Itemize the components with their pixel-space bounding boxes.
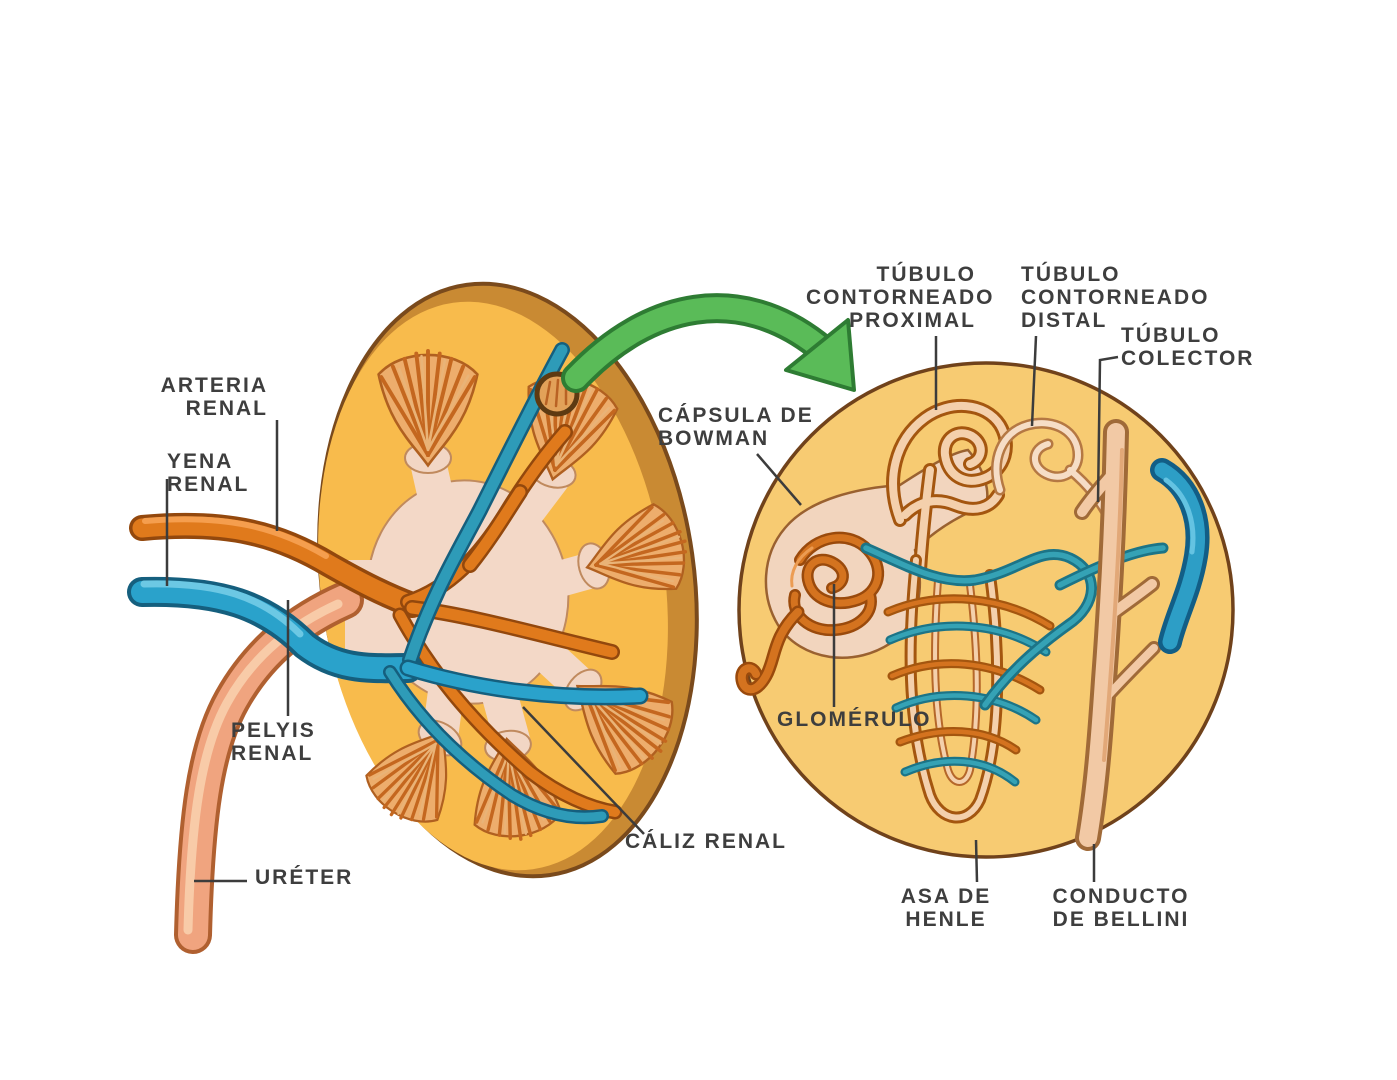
vasa-recta-shape <box>883 594 1055 787</box>
label-line: DISTAL <box>1021 309 1108 332</box>
kidney-illustration <box>127 281 699 954</box>
label-glomerulo: GLOMÉRULO <box>777 708 932 731</box>
label-line: TÚBULO <box>876 263 976 286</box>
label-asa-de-henle: ASA DE HENLE <box>896 885 996 931</box>
label-pelvis-renal: PELYIS RENAL <box>231 719 316 765</box>
label-line: PROXIMAL <box>849 309 976 332</box>
zoom-arrow-icon <box>561 293 856 393</box>
label-line: URÉTER <box>255 866 354 889</box>
label-ureter: URÉTER <box>255 866 353 889</box>
leader-caliz-renal <box>522 706 645 835</box>
label-line: CONTORNEADO <box>1021 286 1210 309</box>
label-line: CONDUCTO <box>1052 885 1190 908</box>
label-line: RENAL <box>167 473 250 496</box>
leader-tubulo-colector <box>1096 355 1119 503</box>
label-line: GLOMÉRULO <box>777 708 932 731</box>
label-line: CONTORNEADO <box>806 286 995 309</box>
label-tubulo-colector: TÚBULO COLECTOR <box>1121 324 1254 370</box>
label-vena-renal: YENA RENAL <box>167 450 249 496</box>
label-tubulo-contorneado-distal: TÚBULO CONTORNEADO DISTAL <box>1021 263 1209 332</box>
label-line: CÁPSULA DE <box>658 404 814 427</box>
label-line: ASA DE <box>900 885 992 908</box>
label-line: DE BELLINI <box>1052 908 1190 931</box>
label-conducto-de-bellini: CONDUCTO DE BELLINI <box>1048 885 1194 931</box>
venule-shape <box>1150 458 1210 654</box>
artery-weave-segment <box>462 484 528 573</box>
label-line: PELYIS <box>231 719 316 742</box>
label-arteria-renal: ARTERIA RENAL <box>150 374 268 420</box>
label-line: RENAL <box>185 397 268 420</box>
leader-tubulo-distal <box>1030 335 1038 427</box>
label-line: ARTERIA <box>160 374 268 397</box>
label-line: COLECTOR <box>1121 347 1255 370</box>
label-caliz-renal: CÁLIZ RENAL <box>625 830 787 853</box>
label-line: RENAL <box>231 742 314 765</box>
label-line: HENLE <box>905 908 987 931</box>
label-line: CÁLIZ RENAL <box>625 830 787 853</box>
leader-capsula-bowman <box>756 453 802 506</box>
leader-lines <box>165 335 1119 883</box>
label-tubulo-contorneado-proximal: TÚBULO CONTORNEADO PROXIMAL <box>806 263 995 332</box>
label-line: YENA <box>167 450 234 473</box>
leader-asa-henle <box>974 839 979 883</box>
nephron-circle <box>735 361 1235 859</box>
label-line: BOWMAN <box>658 427 770 450</box>
label-line: TÚBULO <box>1021 263 1121 286</box>
label-capsula-de-bowman: CÁPSULA DE BOWMAN <box>658 404 814 450</box>
label-line: TÚBULO <box>1121 324 1221 347</box>
afferent-arteriole-shape <box>735 605 805 696</box>
collecting-duct-shape <box>1074 419 1161 851</box>
